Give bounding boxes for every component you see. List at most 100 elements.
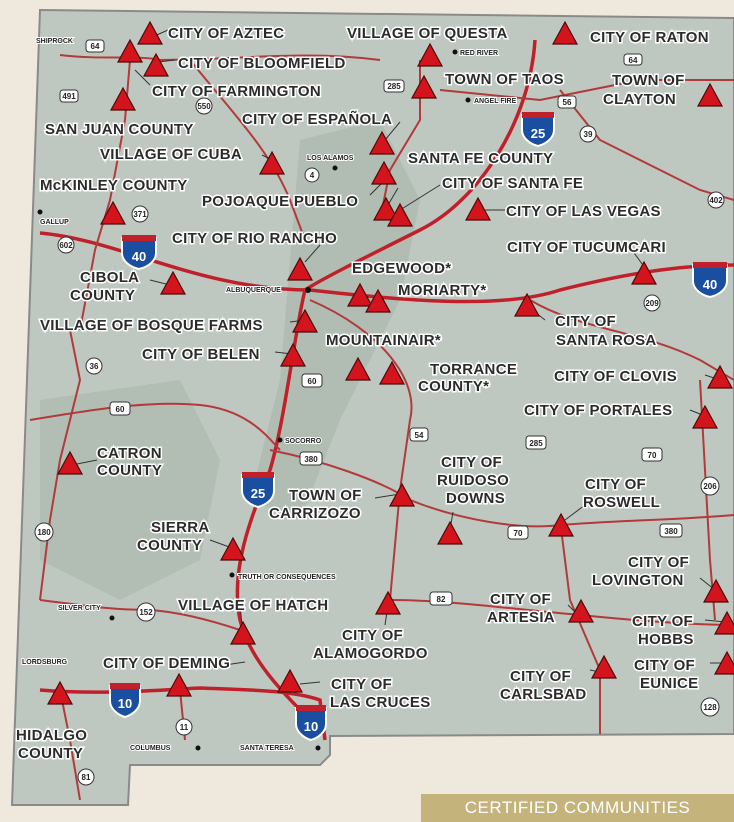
- svg-text:70: 70: [648, 451, 657, 460]
- svg-text:64: 64: [91, 42, 100, 51]
- community-marker: [436, 520, 464, 545]
- route-shield: 380: [299, 451, 323, 466]
- svg-text:25: 25: [251, 486, 265, 501]
- community-label: CIBOLA: [80, 269, 139, 286]
- community-labels: CITY OF AZTEC VILLAGE OF QUESTA CITY OF …: [15, 24, 711, 764]
- place-label: SHIPROCK: [36, 38, 73, 45]
- community-marker: [344, 356, 372, 381]
- interstate-shield: 40: [692, 262, 728, 299]
- community-label: CITY OF: [585, 476, 646, 493]
- community-label: CITY OF BELEN: [142, 346, 260, 363]
- community-marker: [279, 342, 307, 367]
- community-label: SANTA ROSA: [556, 332, 657, 349]
- interstate-shield: 40: [121, 235, 157, 271]
- community-label: EDGEWOOD*: [352, 260, 451, 277]
- community-marker: [258, 150, 286, 175]
- community-label: CATRON: [97, 445, 162, 462]
- community-marker: [276, 668, 304, 693]
- community-label: TORRANCE: [430, 361, 517, 378]
- route-shield: 128: [700, 697, 720, 717]
- community-marker: [142, 52, 170, 77]
- route-shield: 60: [109, 401, 131, 416]
- community-label: CITY OF BLOOMFIELD: [178, 55, 346, 72]
- community-marker: [229, 620, 257, 645]
- community-label: DOWNS: [446, 490, 505, 507]
- route-shield: 371: [131, 205, 149, 223]
- community-marker: [374, 590, 402, 615]
- route-shield: 206: [700, 476, 720, 496]
- route-shield: 152: [136, 602, 156, 622]
- community-marker: [56, 450, 84, 475]
- community-label: RUIDOSO: [437, 472, 509, 489]
- community-label: CITY OF PORTALES: [524, 402, 672, 419]
- community-label: CITY OF: [342, 627, 403, 644]
- svg-text:70: 70: [514, 529, 523, 538]
- community-label: CITY OF CLOVIS: [554, 368, 677, 385]
- community-marker: [706, 364, 734, 389]
- svg-text:491: 491: [62, 92, 76, 101]
- place-label: ANGEL FIRE: [474, 98, 517, 105]
- svg-text:64: 64: [629, 56, 638, 65]
- svg-text:402: 402: [709, 196, 723, 205]
- place-label: TRUTH OR CONSEQUENCES: [238, 574, 336, 581]
- community-marker: [630, 260, 658, 285]
- community-marker: [368, 130, 396, 155]
- community-marker: [364, 288, 392, 313]
- svg-text:54: 54: [415, 431, 424, 440]
- community-markers: [46, 20, 734, 705]
- place-label: SILVER CITY: [58, 605, 101, 612]
- svg-text:36: 36: [90, 362, 99, 371]
- community-label: TOWN OF: [289, 487, 362, 504]
- community-label: ARTESIA: [487, 609, 555, 626]
- community-label: EUNICE: [640, 675, 698, 692]
- route-shield: 60: [301, 373, 323, 388]
- svg-text:4: 4: [310, 171, 315, 180]
- community-marker: [702, 578, 730, 603]
- interstate-shield: 25: [241, 472, 275, 509]
- community-label: CITY OF: [555, 313, 616, 330]
- svg-text:285: 285: [529, 439, 543, 448]
- community-label: CITY OF: [510, 668, 571, 685]
- community-marker: [513, 292, 541, 317]
- community-label: VILLAGE OF BOSQUE FARMS: [40, 317, 263, 334]
- community-marker: [46, 680, 74, 705]
- community-marker: [464, 196, 492, 221]
- community-marker: [346, 282, 374, 307]
- community-marker: [691, 404, 719, 429]
- community-marker: [219, 536, 247, 561]
- community-label: CITY OF: [441, 454, 502, 471]
- svg-text:60: 60: [308, 377, 317, 386]
- community-label: LAS CRUCES: [330, 694, 431, 711]
- svg-text:56: 56: [563, 98, 572, 107]
- community-label: CITY OF SANTA FE: [442, 175, 583, 192]
- community-label: CARRIZOZO: [269, 505, 361, 522]
- community-marker: [286, 256, 314, 281]
- svg-text:380: 380: [664, 527, 678, 536]
- community-marker: [713, 650, 734, 675]
- route-shield: 39: [579, 125, 597, 143]
- community-label: SAN JUAN COUNTY: [45, 121, 194, 138]
- community-label: HIDALGO: [16, 727, 87, 744]
- community-label: CITY OF RATON: [590, 29, 709, 46]
- route-shield: 491: [59, 89, 79, 103]
- route-shield: 70: [641, 447, 663, 462]
- community-label: MOUNTAINAIR*: [326, 332, 441, 349]
- community-label: COUNTY: [137, 537, 202, 554]
- community-label: CITY OF: [632, 613, 693, 630]
- community-marker: [370, 160, 398, 185]
- route-shield: 54: [409, 427, 429, 442]
- route-shield: 56: [557, 95, 577, 109]
- community-marker: [410, 74, 438, 99]
- place-label: COLUMBUS: [130, 745, 171, 752]
- community-label: VILLAGE OF HATCH: [178, 597, 328, 614]
- community-label: VILLAGE OF QUESTA: [347, 25, 508, 42]
- community-label: POJOAQUE PUEBLO: [202, 193, 358, 210]
- community-marker: [372, 196, 400, 221]
- community-label: CARLSBAD: [500, 686, 587, 703]
- community-label: CITY OF FARMINGTON: [152, 83, 321, 100]
- community-label: CITY OF AZTEC: [168, 25, 284, 42]
- place-label: LOS ALAMOS: [307, 155, 354, 162]
- community-marker: [696, 82, 724, 107]
- community-label: CLAYTON: [603, 91, 676, 108]
